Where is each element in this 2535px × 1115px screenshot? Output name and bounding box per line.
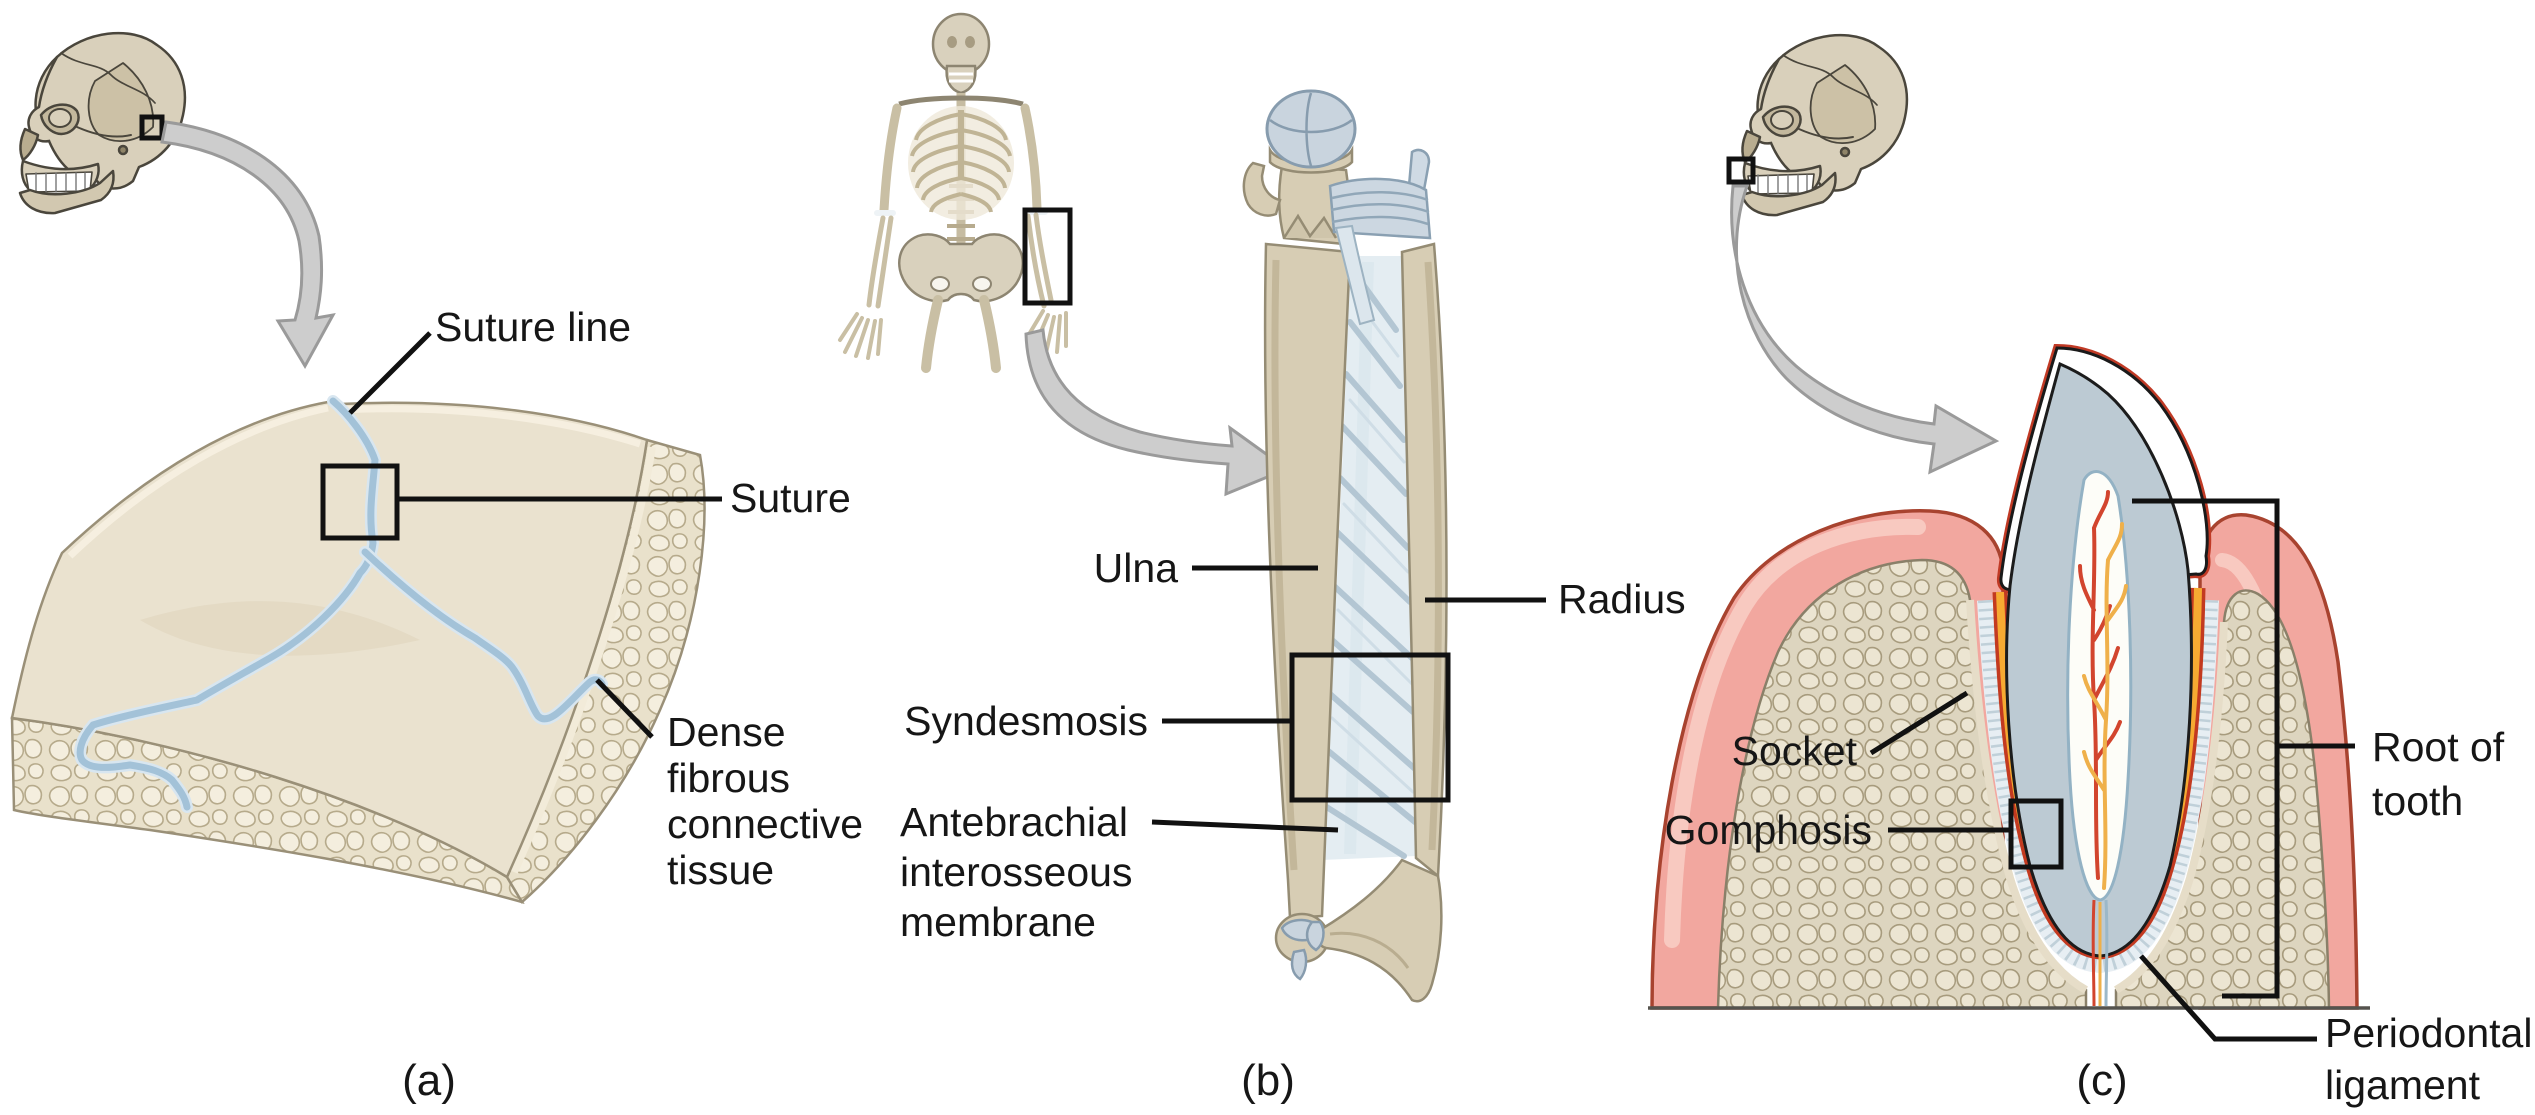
label-suture-line: Suture line <box>435 304 631 350</box>
label-socket: Socket <box>1732 728 1858 774</box>
label-syndesmosis: Syndesmosis <box>904 698 1148 744</box>
panel-letter-c: (c) <box>2076 1056 2127 1105</box>
forearm-bones-illustration <box>1242 89 1451 1003</box>
label-periodontal-ligament: Periodontal ligament <box>2325 1010 2532 1108</box>
label-ulna: Ulna <box>1094 545 1179 591</box>
suture-wavy-line <box>74 395 608 813</box>
skull-detail-box <box>139 114 165 141</box>
tooth-gomphosis-illustration <box>1648 343 2370 1010</box>
dense-fibrous-leader <box>595 678 654 739</box>
skeleton-forearm-box <box>1022 207 1073 306</box>
oblique-cord <box>1334 224 1376 326</box>
radius-distal-end <box>1316 858 1443 1003</box>
syndesmosis-detail-box <box>1289 652 1451 803</box>
zoom-arrow-icon-c <box>1730 184 2000 475</box>
svg-text:Antebrachial: Antebrachial <box>900 799 1128 845</box>
panel-c: Socket Gomphosis Root of tooth Periodont… <box>1648 33 2532 1108</box>
gomphosis-detail-box <box>2008 798 2064 870</box>
svg-text:interosseous: interosseous <box>900 849 1132 895</box>
label-radius: Radius <box>1558 576 1686 622</box>
svg-text:fibrous: fibrous <box>667 755 790 801</box>
root-of-tooth-bracket <box>2132 498 2355 999</box>
panel-letter-a: (a) <box>402 1056 456 1105</box>
pulp-nerves <box>2082 522 2128 890</box>
svg-text:Dense: Dense <box>667 709 786 755</box>
zoom-arrow-icon-a <box>160 120 336 370</box>
label-dense-fibrous-connective-tissue: Dense fibrous connective tissue <box>667 709 863 893</box>
svg-text:Root of: Root of <box>2372 724 2505 770</box>
membrane-fibers-light <box>1330 298 1415 794</box>
membrane-leader <box>1151 819 1339 833</box>
plate-shading <box>140 601 420 656</box>
label-gomphosis: Gomphosis <box>1665 807 1872 853</box>
periodontal-leader <box>2139 954 2317 1042</box>
suture-line-leader <box>348 331 432 415</box>
skull-teeth-box <box>1726 156 1756 185</box>
label-root-of-tooth: Root of tooth <box>2372 724 2505 824</box>
panel-a: Suture line Suture Dense fibrous connect… <box>10 31 863 1105</box>
socket-leader <box>1869 690 1969 756</box>
membrane-fibers <box>1322 269 1418 859</box>
ulna-hook <box>1242 161 1282 217</box>
cranial-bone-plate-illustration <box>10 395 706 905</box>
panel-b: Ulna Radius Syndesmosis Antebrachial int… <box>838 12 1686 1105</box>
label-antebrachial-interosseous-membrane: Antebrachial interosseous membrane <box>900 799 1132 945</box>
zoom-arrow-icon-b <box>1024 328 1291 497</box>
cortical-rim <box>510 446 656 874</box>
svg-text:tissue: tissue <box>667 847 774 893</box>
skeleton-illustration <box>838 12 1068 373</box>
ulna-head-cartilage <box>1265 89 1357 169</box>
panel-letter-b: (b) <box>1241 1056 1295 1105</box>
suture-detail-box <box>320 463 400 541</box>
svg-text:tooth: tooth <box>2372 778 2463 824</box>
label-suture: Suture <box>730 475 851 521</box>
plate-top-highlight <box>67 404 642 559</box>
svg-text:connective: connective <box>667 801 863 847</box>
skull-side-illustration-c <box>1740 33 1909 217</box>
svg-text:ligament: ligament <box>2325 1062 2481 1108</box>
svg-text:membrane: membrane <box>900 899 1096 945</box>
svg-text:Periodontal: Periodontal <box>2325 1010 2532 1056</box>
